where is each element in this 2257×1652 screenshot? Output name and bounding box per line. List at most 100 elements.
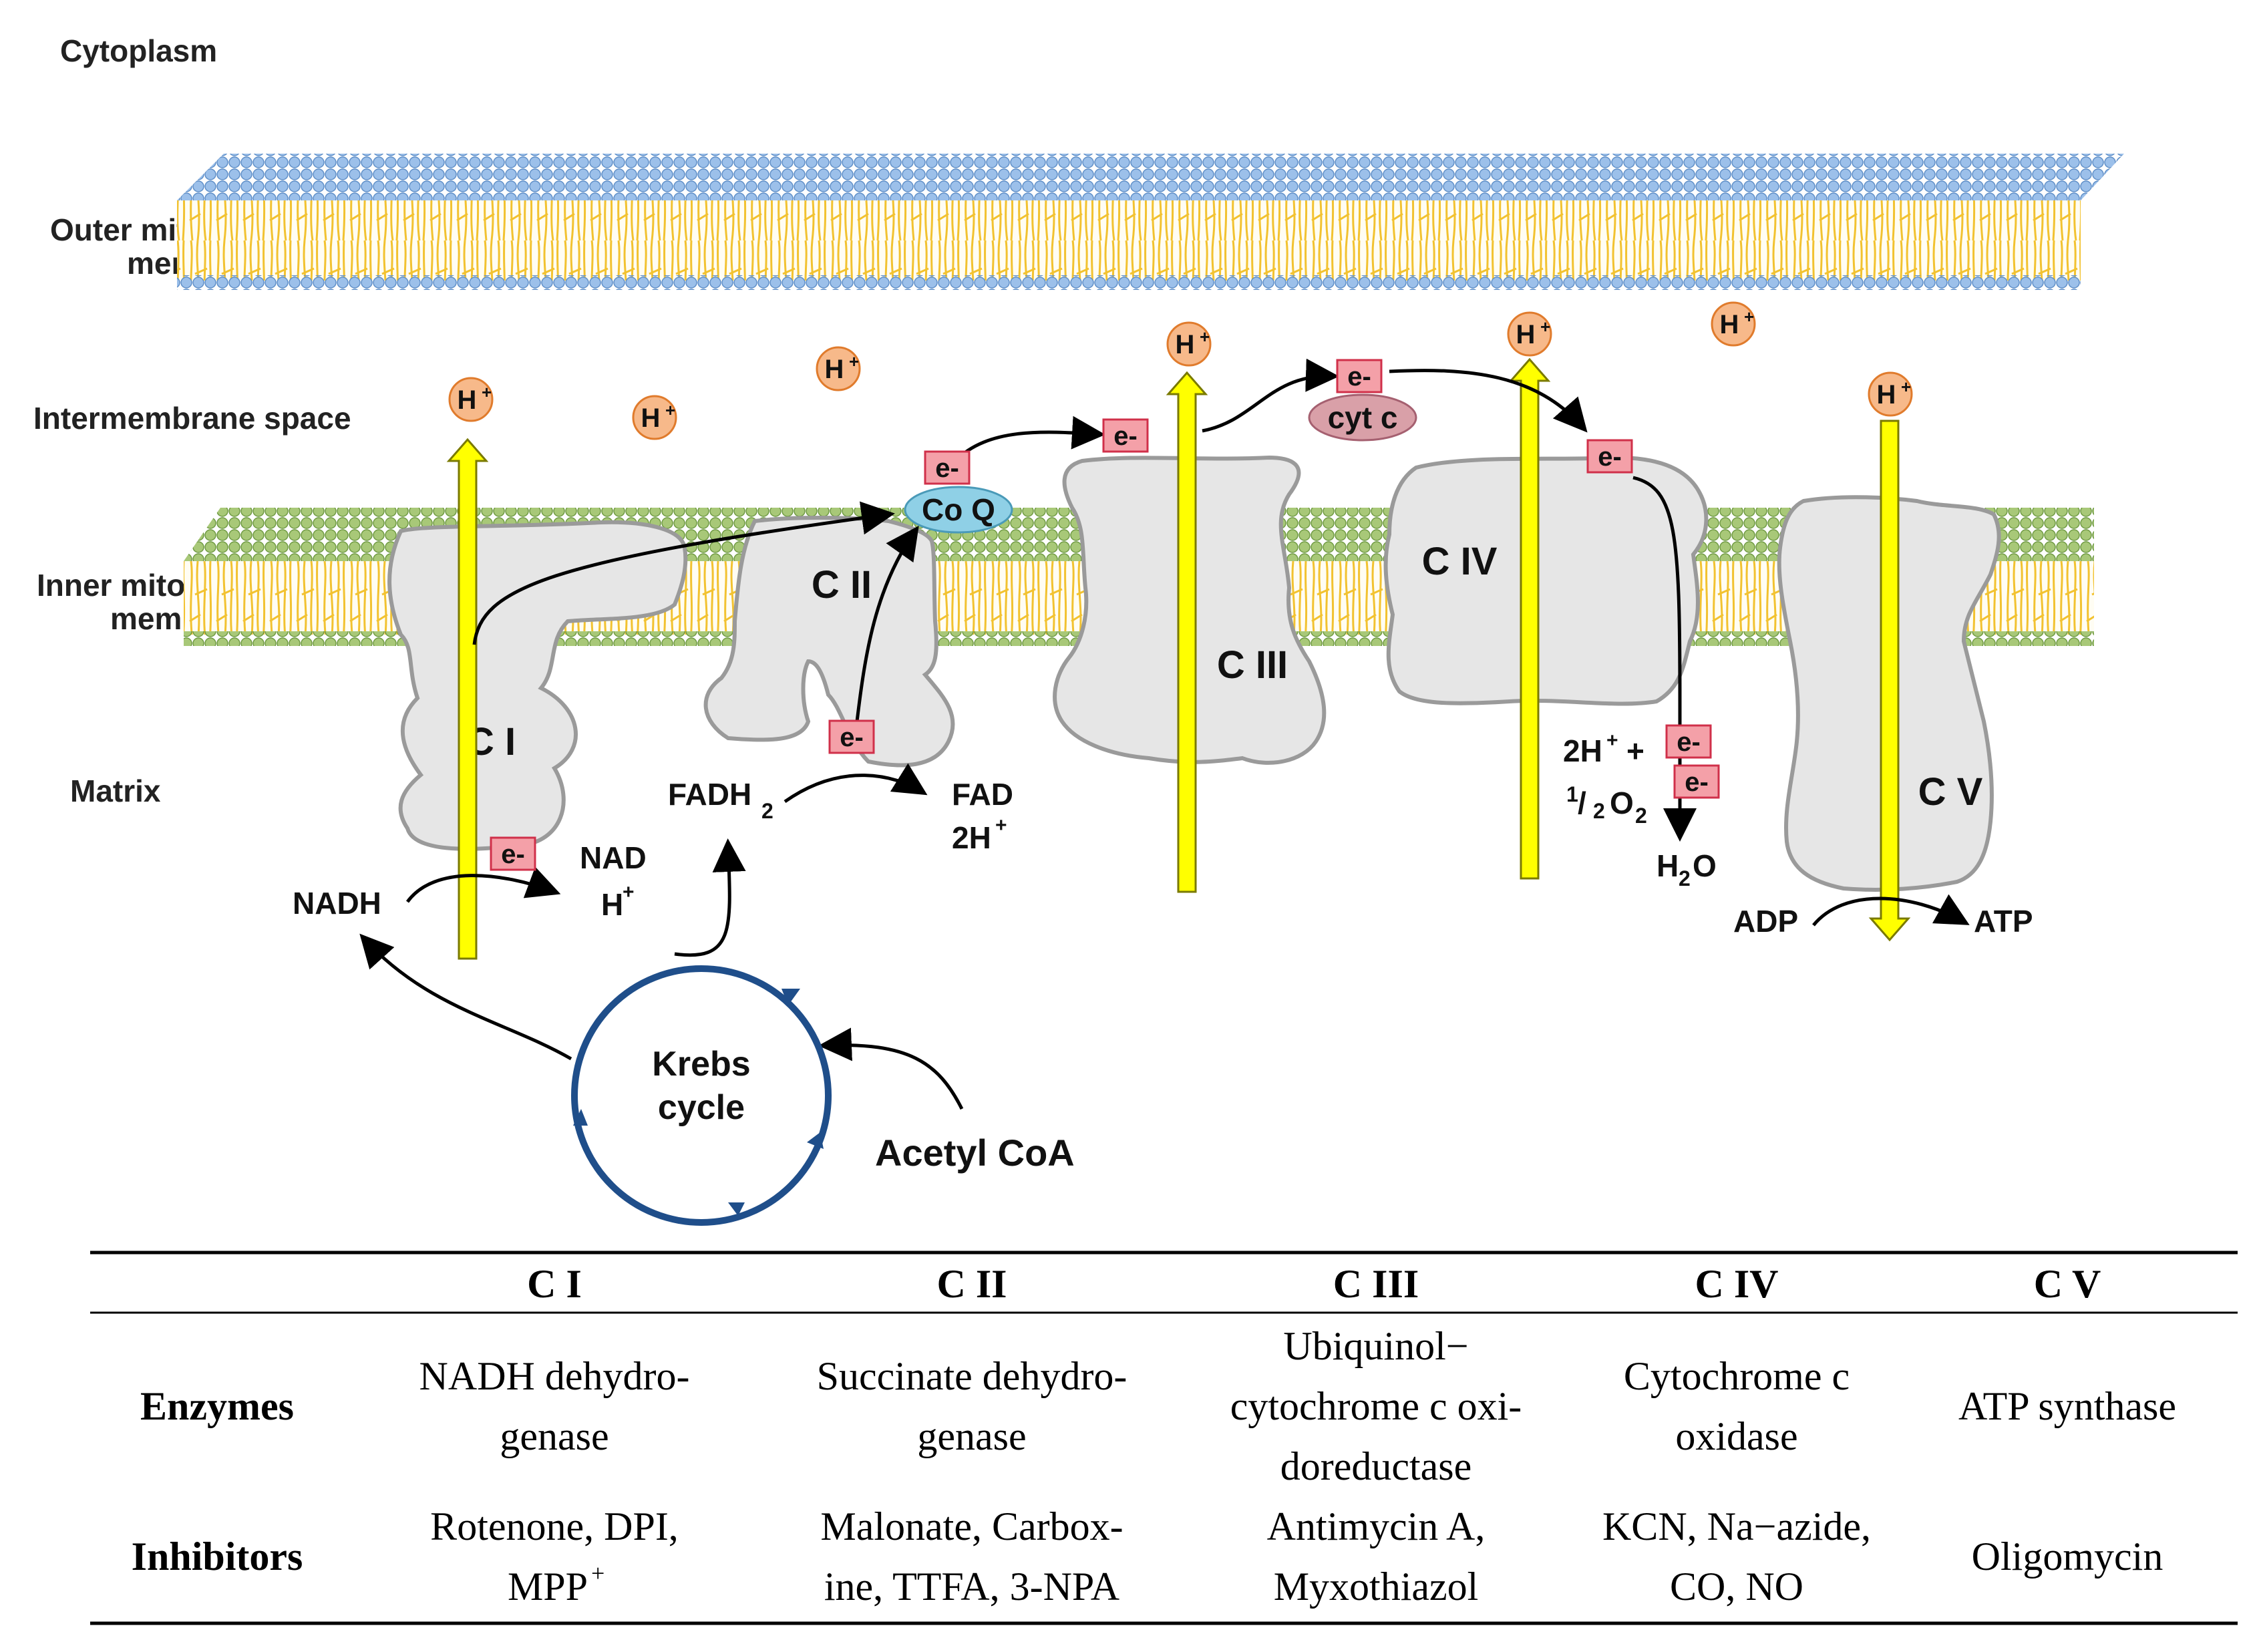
svg-text:e-: e-: [1685, 768, 1709, 797]
complex-3-label: C III: [1217, 643, 1288, 687]
svg-text:2H: 2H: [1563, 733, 1602, 768]
svg-text:2: 2: [1635, 804, 1647, 828]
proton-icon: H+: [1166, 321, 1212, 367]
krebs-cycle: Krebs cycle: [571, 965, 832, 1226]
svg-text:H: H: [601, 887, 623, 922]
svg-text:genase: genase: [917, 1414, 1026, 1458]
table-header-cell: C V: [2034, 1262, 2101, 1306]
table-cell: Rotenone, DPI,MPP+: [430, 1504, 679, 1609]
table-header-cell: C III: [1333, 1262, 1419, 1306]
svg-text:FADH: FADH: [668, 777, 751, 812]
nad-label: NAD: [580, 840, 647, 875]
svg-text:cyt c: cyt c: [1328, 400, 1398, 435]
electron-path-c2-to-coq: [855, 525, 919, 722]
proton-icon: H+: [448, 377, 494, 422]
svg-text:ine, TTFA, 3-NPA: ine, TTFA, 3-NPA: [824, 1564, 1119, 1609]
svg-text:+: +: [665, 400, 675, 420]
proton-icon: H+: [1507, 311, 1552, 357]
svg-text:Antimycin A,: Antimycin A,: [1267, 1504, 1486, 1548]
svg-text:H: H: [825, 355, 844, 384]
electron-icon: e-: [828, 719, 875, 754]
table-cell: NADH dehydro-genase: [419, 1354, 690, 1458]
svg-text:Myxothiazol: Myxothiazol: [1274, 1564, 1479, 1609]
electron-path-c1-to-coq: [472, 501, 895, 645]
table-cell: KCN, Na−azide,CO, NO: [1602, 1504, 1871, 1609]
nadh-label: NADH: [293, 886, 381, 921]
svg-text:H: H: [458, 385, 477, 415]
svg-text:+: +: [623, 881, 635, 903]
table-cell: Antimycin A, Myxothiazol: [1267, 1504, 1486, 1609]
svg-text:Cytochrome c: Cytochrome c: [1624, 1354, 1850, 1398]
proton-icon: H+: [816, 346, 861, 391]
svg-text:+: +: [1540, 317, 1550, 337]
complex-5-label: C V: [1918, 770, 1983, 814]
coenzyme-q: Co Q: [904, 486, 1013, 534]
svg-text:H: H: [1720, 310, 1739, 339]
svg-text:2: 2: [1679, 866, 1691, 890]
adp-to-atp-arrow: [1812, 894, 1970, 927]
fad-label: FAD: [952, 777, 1013, 812]
electron-path-c4-to-oxygen: [1632, 476, 1697, 842]
svg-text:Malonate, Carbox-: Malonate, Carbox-: [820, 1504, 1123, 1548]
proton-icon: H+: [632, 395, 677, 440]
table-header-cell: C II: [936, 1262, 1007, 1306]
electron-icon: e-: [1673, 764, 1720, 799]
table-row-label: Enzymes: [140, 1384, 294, 1428]
svg-text:H: H: [1877, 380, 1896, 409]
table-cell: ATP synthase: [1958, 1384, 2176, 1428]
table-cell: Oligomycin: [1972, 1534, 2163, 1579]
svg-text:MPP: MPP: [508, 1564, 588, 1609]
svg-text:e-: e-: [1677, 727, 1701, 757]
cytochrome-c: cyt c: [1308, 393, 1417, 442]
table-cell: Malonate, Carbox-ine, TTFA, 3-NPA: [820, 1504, 1123, 1609]
nadh-to-nad-arrow: [405, 866, 561, 903]
svg-text:+: +: [1901, 377, 1911, 397]
proton-icon: H+: [1711, 301, 1756, 347]
electron-path-cytc-to-c4: [1389, 369, 1588, 433]
electron-path-c3-to-cytc: [1202, 358, 1339, 433]
atp-label: ATP: [1974, 904, 2033, 939]
svg-text:e-: e-: [1598, 442, 1622, 472]
table-cell: Cytochrome c oxidase: [1624, 1354, 1850, 1458]
krebs-label-1: Krebs: [652, 1045, 750, 1084]
svg-text:2H: 2H: [952, 820, 991, 855]
nad-h-plus: H +: [601, 881, 635, 922]
proton-pump-arrow-c4: [1508, 357, 1551, 880]
adp-label: ADP: [1733, 904, 1798, 939]
svg-text:+: +: [591, 1560, 604, 1587]
intermembrane-space-label: Intermembrane space: [33, 401, 351, 436]
svg-text:e-: e-: [501, 840, 525, 869]
svg-text:H: H: [1657, 848, 1679, 883]
svg-text:+: +: [995, 814, 1007, 836]
svg-text:ATP synthase: ATP synthase: [1958, 1384, 2176, 1428]
fadh2-to-fad-arrow: [784, 763, 928, 804]
complex-4-label: C IV: [1422, 540, 1498, 583]
complex-4-shape: [1383, 455, 1709, 706]
water-label: H 2 O: [1657, 848, 1717, 890]
oxygen-reactants: 2H + + 1 / 2 O 2: [1563, 729, 1647, 828]
svg-text:cytochrome c oxi-: cytochrome c oxi-: [1230, 1384, 1522, 1428]
svg-text:e-: e-: [840, 723, 864, 752]
krebs-to-nadh-arrow: [359, 933, 572, 1061]
complex-1-shape: [387, 520, 688, 851]
svg-text:e-: e-: [1113, 422, 1138, 451]
fadh2-label: FADH 2: [668, 777, 773, 823]
proton-pump-arrow-c3: [1166, 371, 1208, 893]
svg-text:Co Q: Co Q: [922, 492, 995, 527]
svg-text:NADH dehydro-: NADH dehydro-: [419, 1354, 690, 1398]
svg-text:genase: genase: [500, 1414, 609, 1458]
electron-icon: e-: [924, 450, 971, 485]
proton-pump-arrow-c5: [1868, 420, 1911, 942]
svg-text:+: +: [1606, 729, 1618, 752]
svg-text:Ubiquinol−: Ubiquinol−: [1283, 1324, 1468, 1368]
acetylcoa-to-krebs-arrow: [818, 1027, 964, 1110]
svg-text:oxidase: oxidase: [1675, 1414, 1797, 1458]
svg-text:Oligomycin: Oligomycin: [1972, 1534, 2163, 1579]
electron-icon: e-: [1336, 359, 1383, 393]
electron-icon: e-: [490, 836, 536, 871]
svg-text:H: H: [641, 403, 661, 433]
svg-text:H: H: [1176, 330, 1195, 359]
svg-text:O: O: [1610, 786, 1634, 820]
